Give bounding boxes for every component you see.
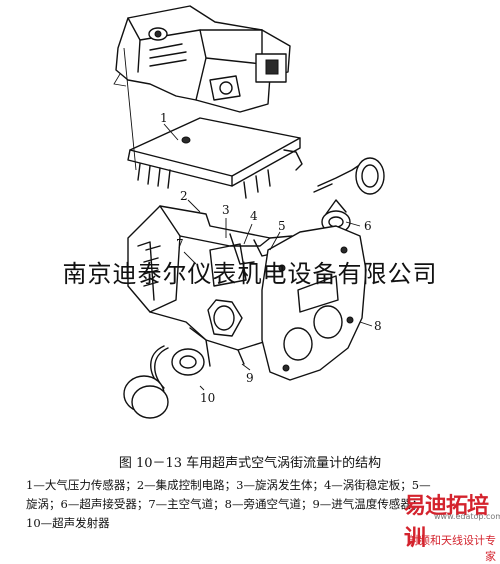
callout-1: 1 [160,111,168,125]
leader-lines [123,47,373,391]
control-circuit-board [127,117,303,199]
ultrasonic-emitter [123,345,205,419]
callout-8: 8 [374,319,382,333]
edatop-logo: 易迪拓培训 www.edatop.com 射频和天线设计专家 [404,488,500,563]
legend-line-3: 10—超声发射器 [26,516,110,530]
callout-10: 10 [200,391,215,405]
legend-line-1: 1—大气压力传感器；2—集成控制电路；3—旋涡发生体；4—涡街稳定板；5— [26,478,431,492]
pressure-sensor-housing [113,5,291,113]
figure-legend: 1—大气压力传感器；2—集成控制电路；3—旋涡发生体；4—涡街稳定板；5— 旋涡… [26,476,488,533]
callout-3: 3 [222,203,230,217]
callout-4: 4 [250,209,258,223]
callout-6: 6 [364,219,372,233]
logo-slogan: 射频和天线设计专家 [408,534,496,563]
callout-7: 7 [176,237,184,251]
logo-site: www.edatop.com [434,512,500,521]
legend-line-2: 旋涡；6—超声接受器；7—主空气道；8—旁通空气道；9—进气温度传感器； [26,497,424,511]
ultrasonic-receiver [313,157,385,234]
outlet-flange [261,225,367,381]
figure-caption: 图 10－13 车用超声式空气涡街流量计的结构 [118,456,382,471]
callout-9: 9 [246,371,254,385]
flowmeter-drawing: 1 2 3 4 5 6 7 8 9 10 [113,5,385,419]
callout-5: 5 [278,219,286,233]
callout-2: 2 [180,189,188,203]
logo-brand: 易迪拓培训 [404,494,489,551]
company-watermark: 南京迪泰尔仪表机电设备有限公司 [62,260,438,288]
